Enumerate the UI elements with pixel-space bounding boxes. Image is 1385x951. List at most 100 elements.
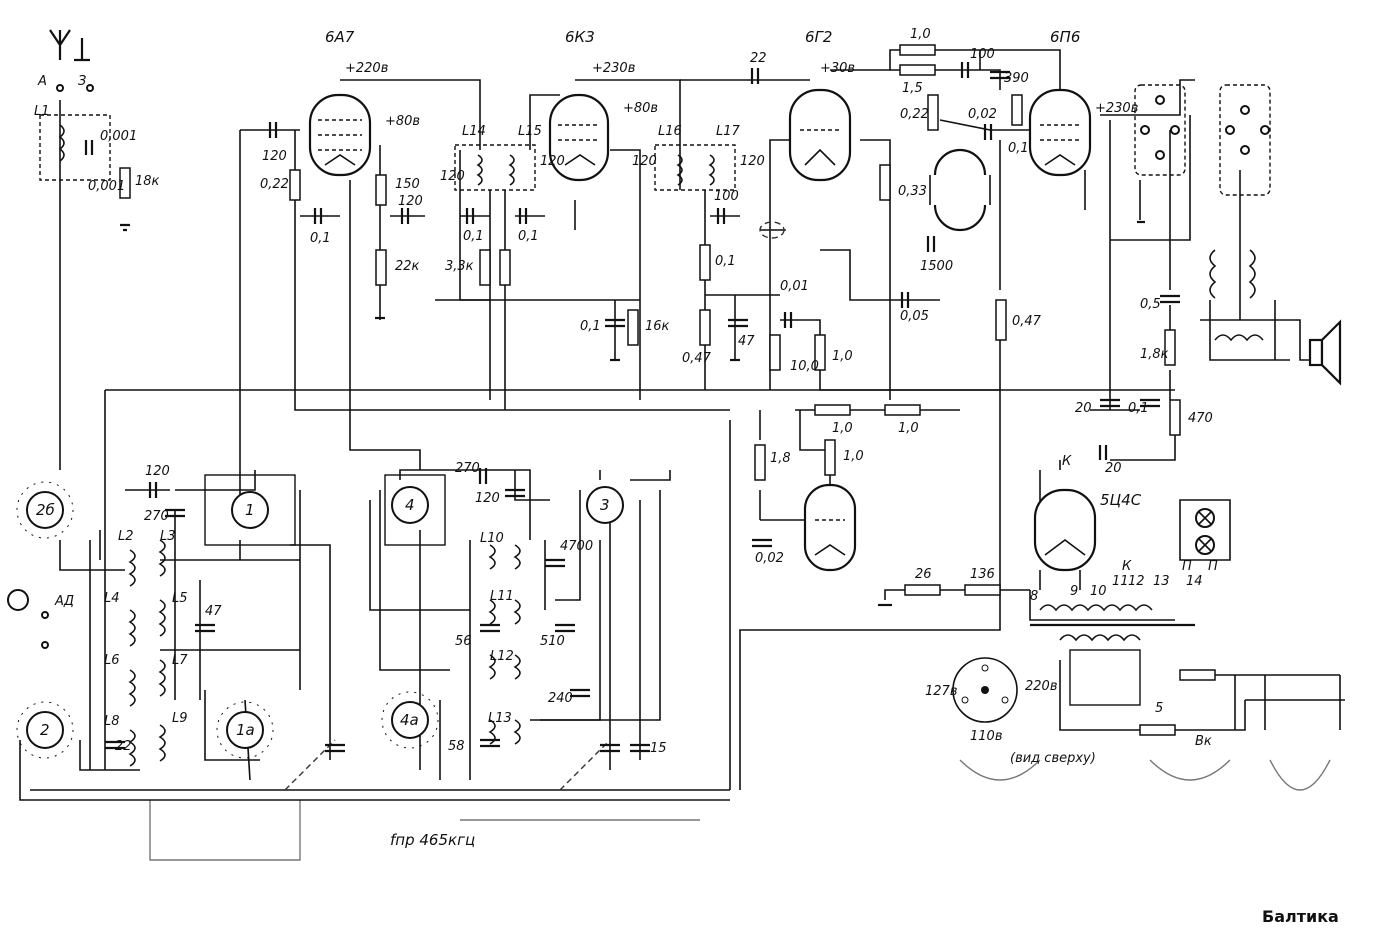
capacitor-label: 0,1 xyxy=(1128,401,1149,416)
resistor-label: 0,47 xyxy=(1012,314,1042,329)
tone-switch xyxy=(929,148,991,232)
resistor-label: 470 xyxy=(1188,411,1213,426)
tube-6g2-tuning xyxy=(803,483,857,572)
tube-6g2 xyxy=(788,88,852,182)
pin-label: 11 xyxy=(1112,574,1129,589)
tube-label-5c4s: 5Ц4С xyxy=(1100,491,1142,509)
tube-6a7 xyxy=(308,93,372,177)
pickup-label: АД xyxy=(54,594,74,609)
capacitor-label: 4700 xyxy=(560,539,593,554)
capacitor-label: 100 xyxy=(970,47,995,62)
speaker-jack-panel xyxy=(1134,84,1271,196)
capacitor-label: 270 xyxy=(144,509,169,524)
capacitor-label: 0,1 xyxy=(463,229,484,244)
resistor-label: 0,22 xyxy=(900,107,929,122)
voltage-label: +230в xyxy=(592,61,635,76)
pin-label: П xyxy=(1208,559,1218,574)
tube-6k3 xyxy=(548,93,610,182)
resistor-label: 0,1 xyxy=(1008,141,1029,156)
resistor-label: 1,8к xyxy=(1140,347,1169,362)
antenna-labels: А З L1 0,001 0,001 18к АД xyxy=(34,74,160,609)
switch-labels: 2б 1 4 3 2 1а 4а xyxy=(36,496,610,739)
coil-label: L9 xyxy=(172,711,188,726)
capacitor-label: 240 xyxy=(548,691,573,706)
coil-label: L2 xyxy=(118,529,134,544)
voltage-label: +80в xyxy=(623,101,658,116)
resistor-label: 1,5 xyxy=(902,81,923,96)
switch-label: 2 xyxy=(40,721,50,739)
capacitor-label: 120 xyxy=(632,154,657,169)
capacitor-label: 20 xyxy=(1075,401,1092,416)
if-transformer-1 xyxy=(454,144,536,191)
coil-label: L15 xyxy=(518,124,542,139)
ground-symbols xyxy=(74,38,1145,607)
coil-label: L4 xyxy=(104,591,120,606)
capacitor-label: 510 xyxy=(540,634,565,649)
resistor-label: 1,0 xyxy=(843,449,864,464)
coil-label: L17 xyxy=(716,124,741,139)
range-switches xyxy=(16,474,624,759)
tube-label-6a7: 6А7 xyxy=(325,28,355,46)
pilot-lamp-icon xyxy=(1195,508,1215,555)
capacitor-label: 0,5 xyxy=(1140,297,1161,312)
tube-label-6p6: 6П6 xyxy=(1050,28,1080,46)
resistor-labels: 0,22 150 22к 3,3к 16к 0,1 0,47 10,0 1,0 … xyxy=(260,27,1213,582)
switch-label: 4 xyxy=(405,496,415,514)
pin-label: П xyxy=(1182,559,1192,574)
rf-coils xyxy=(128,249,1264,767)
resistor-label: 150 xyxy=(395,177,420,192)
transformer-pin-labels: 8 9 10 К 11 12 13 П 14 К П xyxy=(1030,454,1218,604)
antenna-terminal-label: А xyxy=(37,74,47,89)
mains-voltage-label: 220в xyxy=(1025,679,1057,694)
capacitor-label: 270 xyxy=(455,461,480,476)
capacitor-label: 56 xyxy=(455,634,472,649)
resistor-label: 1,0 xyxy=(910,27,931,42)
coil-label: L13 xyxy=(488,711,512,726)
tube-label-6k3: 6К3 xyxy=(565,28,595,46)
tube-labels: 6А7 6К3 6Г2 6П6 5Ц4С xyxy=(325,28,1142,509)
capacitor-label: 120 xyxy=(440,169,465,184)
coil-label: L10 xyxy=(480,531,504,546)
coil-labels: L2 L3 L4 L5 L6 L7 L8 L9 L10 L11 L12 L13 … xyxy=(104,124,741,729)
mains-voltage-label: 127в xyxy=(925,684,957,699)
voltage-label: +80в xyxy=(385,114,420,129)
switch-label: 3 xyxy=(600,496,610,514)
voltage-label: +220в xyxy=(345,61,388,76)
capacitor-label: 20 xyxy=(1105,461,1122,476)
switch-label: 2б xyxy=(36,501,55,519)
voltage-label: +30в xyxy=(820,61,855,76)
resistors xyxy=(119,44,1216,736)
coil-label: L16 xyxy=(658,124,682,139)
capacitor-label: 0,1 xyxy=(580,319,601,334)
coil-label: L5 xyxy=(172,591,188,606)
coil-label: L12 xyxy=(490,649,514,664)
capacitor-label: 0,02 xyxy=(755,551,784,566)
coil-label: L7 xyxy=(172,653,188,668)
wiring xyxy=(19,49,1345,801)
tube-5c4s xyxy=(1033,488,1097,572)
pin-label: 14 xyxy=(1186,574,1203,589)
tube-label-6g2: 6Г2 xyxy=(805,28,832,46)
switch-label: 1а xyxy=(236,721,255,739)
if-frequency-note: fпр 465кгц xyxy=(390,831,475,849)
coil-label: L3 xyxy=(160,529,176,544)
resistor-label: 0,47 xyxy=(682,351,712,366)
resistor-label: 1,0 xyxy=(898,421,919,436)
pin-label: 10 xyxy=(1090,584,1107,599)
capacitor-label: 390 xyxy=(1004,71,1029,86)
resistor-label: 0,33 xyxy=(898,184,927,199)
capacitor-label: 0,1 xyxy=(310,231,331,246)
coil-label: L1 xyxy=(34,104,50,119)
resistor-label: 136 xyxy=(970,567,995,582)
power-switch-label: Вк xyxy=(1195,734,1212,749)
coil-label: L14 xyxy=(462,124,486,139)
coil-label: L11 xyxy=(490,589,514,604)
if-transformer-2 xyxy=(654,144,736,191)
capacitor-label: 15 xyxy=(650,741,667,756)
capacitor-label: 0,01 xyxy=(780,279,809,294)
resistor-label: 16к xyxy=(645,319,670,334)
resistor-label: 0,22 xyxy=(260,177,289,192)
capacitor-label: 58 xyxy=(448,739,465,754)
capacitor-label: 47 xyxy=(205,604,222,619)
